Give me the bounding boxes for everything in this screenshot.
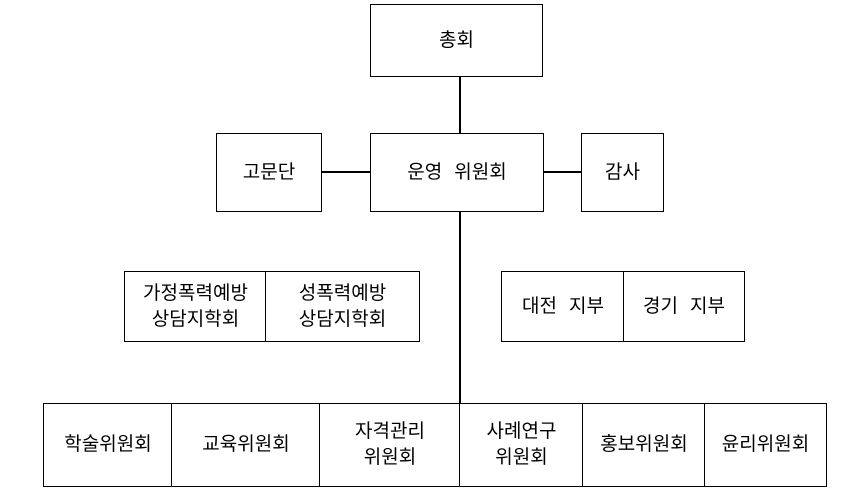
- committee-box-ethics: 윤리위원회: [704, 403, 827, 487]
- committee-label-public-relations: 홍보위원회: [600, 433, 688, 456]
- branch-label-daejeon: 대전 지부: [522, 294, 604, 317]
- general-assembly-box: 총회: [370, 4, 543, 77]
- committee-label-education: 교육위원회: [202, 433, 290, 456]
- society-label-domestic-violence: 가정폭력예방 상담지학회: [143, 281, 248, 330]
- connector-steering-committees: [459, 212, 461, 404]
- steering-committee-box: 운영 위원회: [370, 133, 544, 212]
- committee-box-certification: 자격관리 위원회: [319, 403, 461, 487]
- advisory-board-box: 고문단: [216, 133, 322, 212]
- society-box-domestic-violence: 가정폭력예방 상담지학회: [124, 271, 267, 342]
- society-box-sexual-violence: 성폭력예방 상담지학회: [265, 271, 420, 342]
- committee-label-case-study: 사례연구 위원회: [486, 420, 557, 468]
- general-assembly-label: 총회: [439, 28, 474, 51]
- auditor-label: 감사: [605, 160, 640, 183]
- connector-assembly-steering: [459, 76, 461, 134]
- branch-label-gyeonggi: 경기 지부: [643, 294, 725, 317]
- committee-box-public-relations: 홍보위원회: [582, 403, 706, 487]
- committee-box-education: 교육위원회: [171, 403, 321, 487]
- committee-label-academic: 학술위원회: [64, 433, 152, 456]
- committee-box-case-study: 사례연구 위원회: [459, 403, 584, 487]
- committee-label-certification: 자격관리 위원회: [355, 420, 425, 468]
- committee-box-academic: 학술위원회: [43, 403, 173, 487]
- connector-advisory-steering: [321, 171, 371, 173]
- auditor-box: 감사: [581, 133, 664, 212]
- steering-committee-label: 운영 위원회: [407, 160, 507, 183]
- connector-steering-auditor: [543, 171, 582, 173]
- committee-label-ethics: 윤리위원회: [721, 433, 810, 456]
- advisory-board-label: 고문단: [242, 160, 296, 183]
- branch-box-daejeon: 대전 지부: [501, 271, 625, 342]
- branch-box-gyeonggi: 경기 지부: [623, 271, 745, 342]
- society-label-sexual-violence: 성폭력예방 상담지학회: [298, 281, 387, 330]
